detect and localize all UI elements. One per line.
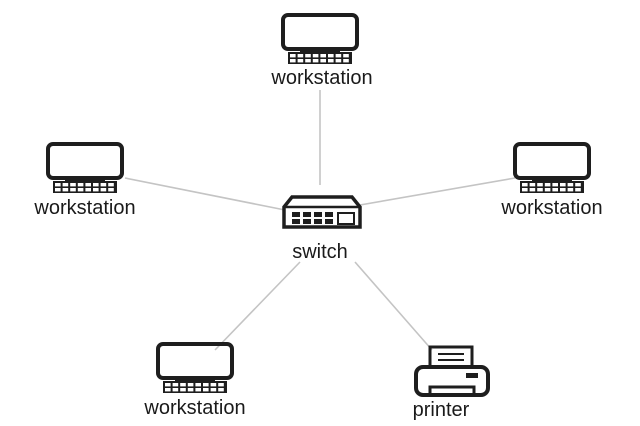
workstation-icon[interactable] [281,13,359,64]
keyboard-key [203,383,209,387]
keyboard-key [172,383,179,387]
keyboard-key [108,183,114,187]
keyboard-key [328,59,334,63]
keyboard-key [529,183,536,187]
node-label-ws-left: workstation [34,197,136,219]
keyboard-key [93,188,99,192]
keyboard-key [552,188,558,192]
keyboard-key [320,54,326,58]
keyboard-key [62,183,69,187]
keyboard-key [297,59,304,63]
keyboard-key [187,383,194,387]
keyboard-key [567,183,574,187]
keyboard-key [544,188,551,192]
keyboard-key [218,383,224,387]
keyboard-key [560,188,566,192]
keyboard-key [290,59,296,63]
keyboard-key [552,183,558,187]
node-label-ws-right: workstation [501,197,603,219]
workstation-icon[interactable] [156,342,234,393]
keyboard-key [180,383,186,387]
keyboard-key [210,383,217,387]
keyboard-key [195,383,201,387]
keyboard-key [575,188,581,192]
keyboard-key [560,183,566,187]
node-label-ws-top: workstation [271,67,373,89]
keyboard-key [312,59,319,63]
keyboard-key [165,383,171,387]
keyboard-key [335,54,342,58]
keyboard-key [343,59,349,63]
keyboard-key [529,188,536,192]
keyboard-key [85,188,91,192]
keyboard-key [290,54,296,58]
keyboard-key [55,183,61,187]
keyboard-key [210,388,217,392]
link-switch-ws-bottom-left [214,261,301,351]
keyboard-key [165,388,171,392]
link-switch-ws-right [359,177,516,206]
keyboard-key [320,59,326,63]
keyboard-key [180,388,186,392]
connection-lines [124,90,516,351]
keyboard-key [187,388,194,392]
keyboard-key [297,54,304,58]
link-switch-printer [354,261,433,351]
keyboard-key [77,183,84,187]
keyboard-key [522,183,528,187]
keyboard-key [85,183,91,187]
keyboard-key [62,188,69,192]
keyboard-key [537,188,543,192]
keyboard-key [305,54,311,58]
keyboard-key [522,188,528,192]
keyboard-key [108,188,114,192]
keyboard-key [328,54,334,58]
keyboard-key [537,183,543,187]
keyboard-key [343,54,349,58]
keyboard-key [70,183,76,187]
keyboard-key [312,54,319,58]
keyboard-key [335,59,342,63]
keyboard-key [55,188,61,192]
keyboard-key [77,188,84,192]
node-label-ws-bottom-left: workstation [144,397,246,419]
link-switch-ws-left [124,177,286,211]
workstation-icon[interactable] [513,142,591,193]
switch-icon[interactable] [282,195,362,229]
keyboard-key [203,388,209,392]
keyboard-key [100,188,107,192]
keyboard-key [305,59,311,63]
node-label-printer: printer [412,399,470,421]
keyboard-key [172,388,179,392]
keyboard-key [567,188,574,192]
keyboard-key [218,388,224,392]
keyboard-key [70,188,76,192]
keyboard-key [93,183,99,187]
keyboard-key [575,183,581,187]
workstation-icon[interactable] [46,142,124,193]
node-label-switch: switch [292,241,348,263]
keyboard-key [100,183,107,187]
keyboard-key [544,183,551,187]
keyboard-key [195,388,201,392]
printer-icon[interactable] [414,345,490,397]
